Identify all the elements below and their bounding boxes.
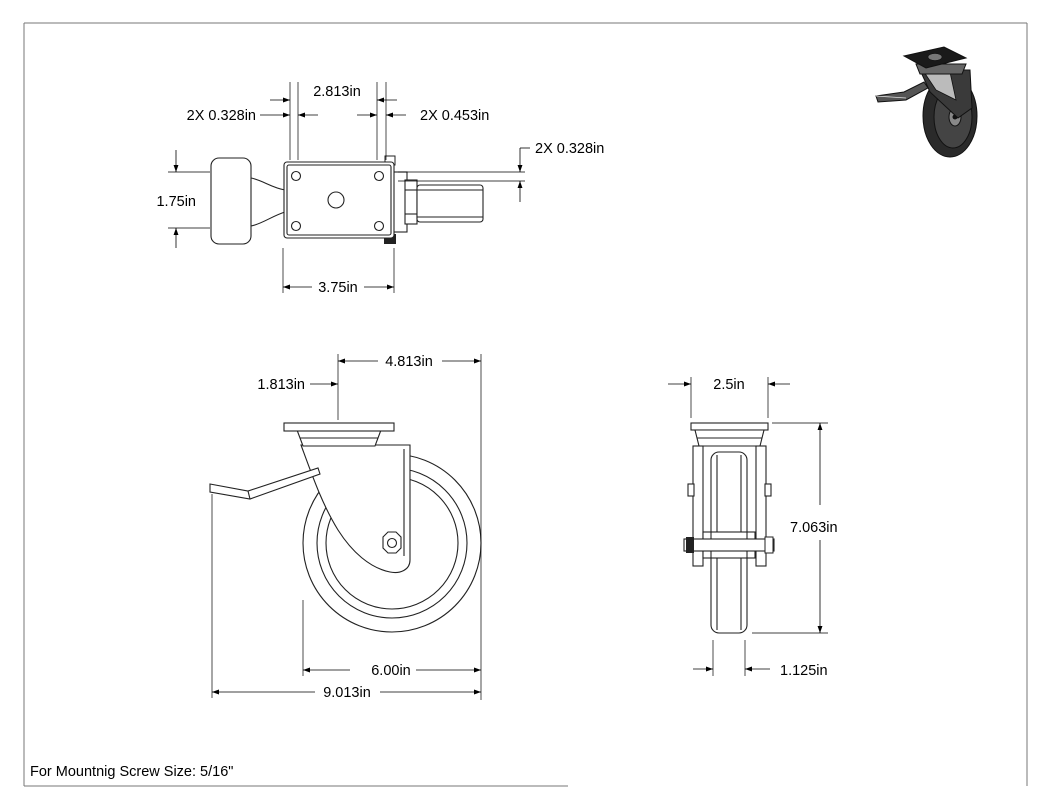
front-dim-overall-height: 7.063in bbox=[790, 520, 838, 536]
isometric-caster-icon bbox=[875, 46, 978, 158]
top-view bbox=[210, 155, 484, 245]
side-dim-swivel-offset: 1.813in bbox=[257, 377, 305, 393]
side-dim-offset: 4.813in bbox=[385, 354, 433, 370]
front-dim-wheel-width: 1.125in bbox=[780, 663, 828, 679]
front-view bbox=[683, 422, 775, 634]
drawing-border bbox=[23, 22, 1028, 787]
side-view bbox=[209, 422, 482, 633]
top-dim-plate-width: 2.813in bbox=[313, 84, 361, 100]
top-view-dimensions: 2.813in 2X 0.328in 2X 0.453in 2X 0.328in… bbox=[156, 82, 604, 296]
side-dim-wheel-diameter: 6.00in bbox=[371, 663, 411, 679]
front-dim-plate-width: 2.5in bbox=[713, 377, 744, 393]
side-dim-overall-length: 9.013in bbox=[323, 685, 371, 701]
side-view-dimensions: 4.813in 1.813in 6.00in 9.013in bbox=[211, 354, 482, 701]
top-dim-overall-width: 3.75in bbox=[318, 280, 358, 296]
front-view-dimensions: 2.5in 7.063in 1.125in bbox=[668, 377, 838, 679]
top-dim-hole-right: 2X 0.453in bbox=[420, 108, 489, 124]
top-dim-plate-depth: 1.75in bbox=[156, 194, 196, 210]
top-dim-slot: 2X 0.328in bbox=[535, 141, 604, 157]
mounting-screw-note: For Mountnig Screw Size: 5/16" bbox=[30, 764, 233, 780]
top-dim-hole-left: 2X 0.328in bbox=[187, 108, 256, 124]
